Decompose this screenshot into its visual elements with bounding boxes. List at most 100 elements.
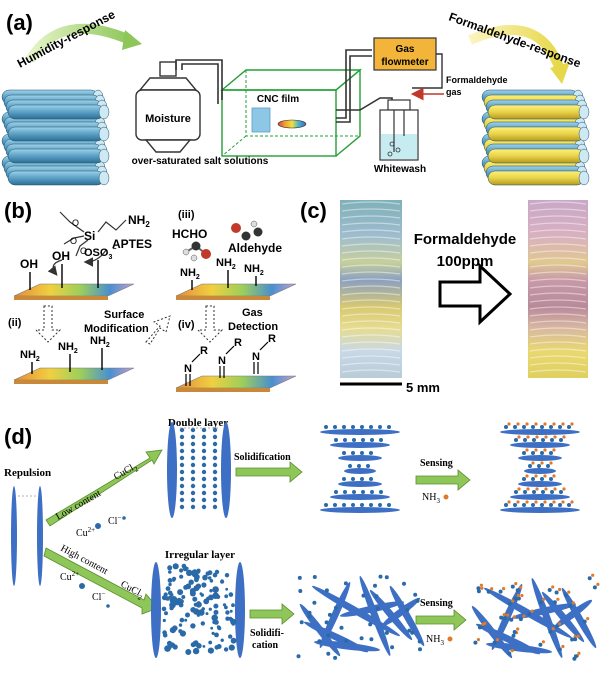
sensing-label-top: Sensing: [420, 458, 453, 469]
film-stripe: [341, 320, 401, 324]
nh3-particle: [561, 644, 565, 649]
ion-particle: [344, 638, 349, 643]
high-content-arrow: [43, 547, 159, 615]
ion-particle: [201, 448, 207, 454]
nh3-particle: [506, 613, 510, 617]
rod-end: [98, 170, 110, 186]
nh3-particle: [573, 634, 577, 639]
film-stripe: [341, 271, 401, 275]
ion-particle: [384, 575, 389, 580]
hollow-right-arrow: [438, 262, 513, 326]
ion-particle: [210, 626, 214, 630]
low-content-label: Low content: [54, 488, 103, 523]
moisture-label: Moisture: [145, 113, 191, 125]
whitewash-label: Whitewash: [374, 164, 426, 175]
nh3-particle: [543, 448, 547, 452]
ion-particle: [378, 503, 382, 507]
plate: [500, 507, 580, 513]
nh2-right-1: NH2: [180, 267, 200, 281]
ion-particle: [194, 577, 199, 583]
strip-oh: OH OH OSO3−: [13, 246, 135, 300]
ion-particle: [360, 503, 364, 507]
ion-particle: [185, 566, 189, 570]
nh3-particle: [552, 474, 556, 478]
nh3-particle: [544, 435, 548, 439]
plate: [518, 455, 562, 461]
ion-particle: [228, 634, 233, 639]
gas-flowmeter-line2: flowmeter: [381, 57, 428, 68]
ion-particle: [201, 469, 207, 475]
ion-particle: [592, 585, 597, 590]
ion-particle: [181, 563, 187, 569]
ion-particle: [190, 642, 196, 648]
nh3-particle: [577, 651, 581, 655]
shard: [561, 587, 597, 649]
ion-particle: [225, 616, 230, 621]
ion-particle: [563, 593, 568, 598]
ion-particle: [334, 438, 338, 442]
ion-particle: [202, 574, 208, 581]
ion-particle: [201, 476, 207, 482]
ion-particle: [201, 490, 207, 496]
ion-particle: [522, 477, 526, 481]
ion-particle: [212, 620, 217, 625]
ion-particle: [541, 490, 545, 494]
ion-particle: [540, 503, 544, 507]
ion-particle: [415, 598, 420, 603]
double-layer-plates: [167, 422, 231, 518]
ion-particle: [208, 640, 213, 645]
ion-particle: [486, 589, 491, 594]
ion-particle: [317, 639, 322, 644]
ion-particle: [515, 588, 520, 593]
ion-particle: [379, 490, 383, 494]
ion-particle: [179, 448, 185, 454]
ion-particle: [193, 585, 200, 592]
ion-particle: [178, 602, 184, 608]
ion-particle: [199, 592, 203, 596]
nh3-particle: [558, 587, 562, 592]
ion-particle: [513, 425, 517, 429]
plate: [320, 507, 400, 513]
ion-particle: [361, 438, 365, 442]
gas-flowmeter-line1: Gas: [396, 44, 415, 55]
ion-particle: [402, 581, 406, 586]
film-stripe: [341, 355, 401, 359]
ion-particle: [231, 603, 235, 608]
film-stripe: [341, 341, 401, 345]
nh3-particle: [543, 422, 547, 426]
ion-particle: [418, 647, 422, 652]
oh-group-1: OH: [20, 257, 38, 271]
ion-particle: [179, 427, 185, 433]
ion-particle: [343, 581, 348, 586]
ion-particle: [361, 490, 365, 494]
ion-particle: [559, 490, 563, 494]
high-cl-particle: [106, 604, 110, 608]
nh3-particle: [586, 617, 590, 621]
film-stripe: [341, 215, 401, 219]
ion-particle: [190, 448, 196, 454]
ion-particle: [212, 469, 218, 475]
ion-particle: [510, 584, 515, 589]
ion-particle: [231, 622, 235, 626]
ion-particle: [378, 425, 382, 429]
plate: [330, 442, 390, 448]
film-stripe: [341, 278, 401, 282]
ion-particle: [527, 612, 532, 617]
ion-particle: [190, 476, 196, 482]
ion-particle: [573, 637, 578, 642]
ion-particle: [516, 596, 521, 601]
nh3-particle: [562, 487, 566, 491]
ion-particle: [473, 640, 478, 645]
hcho-label: HCHO: [172, 227, 207, 241]
step-iii-label: (iii): [178, 209, 195, 221]
ion-particle: [299, 620, 304, 625]
ion-particle: [370, 438, 374, 442]
ion-particle: [417, 639, 422, 644]
nh3-particle: [516, 422, 520, 426]
nh3-particle: [551, 627, 555, 631]
ion-particle: [212, 483, 218, 489]
nh3-particle: [562, 435, 566, 439]
nh3-particle: [517, 435, 521, 439]
ion-particle: [324, 425, 328, 429]
ion-particle: [333, 655, 338, 660]
